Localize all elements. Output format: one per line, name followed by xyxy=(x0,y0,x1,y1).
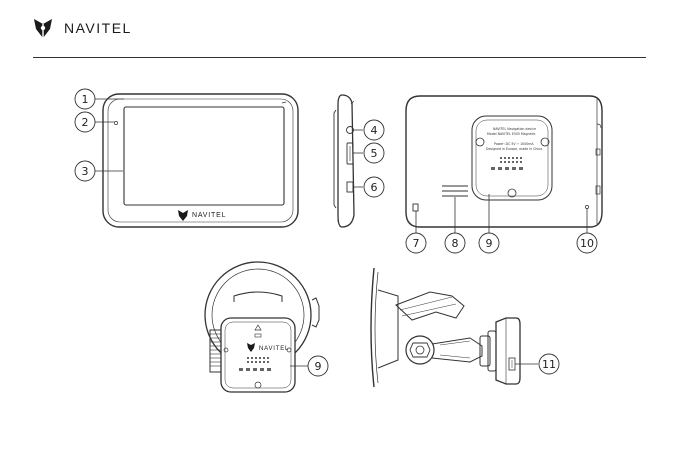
svg-text:10: 10 xyxy=(580,237,594,250)
mount-back-view xyxy=(204,261,320,393)
callout-3: 3 xyxy=(74,160,96,182)
svg-text:8: 8 xyxy=(452,237,459,250)
callout-4: 4 xyxy=(363,119,385,141)
svg-text:11: 11 xyxy=(542,358,556,371)
header: NAVITEL xyxy=(30,13,132,43)
callouts: 1 2 3 4 5 6 7 8 xyxy=(74,88,598,377)
callout-11: 11 xyxy=(538,353,560,375)
device-back-view xyxy=(405,95,603,228)
back-label-line2: Model NAVITEL E505 Magnetic xyxy=(487,132,536,136)
svg-text:1: 1 xyxy=(82,93,89,106)
callout-2: 2 xyxy=(74,111,96,133)
mount-brand-label: NAVITEL xyxy=(259,346,289,352)
svg-text:9: 9 xyxy=(486,237,493,250)
svg-text:6: 6 xyxy=(371,181,378,194)
mount-brand-logo: NAVITEL xyxy=(247,343,289,352)
back-label: NAVITEL Navigation device Model NAVITEL … xyxy=(486,127,542,151)
device-side-view xyxy=(333,94,355,228)
front-brand-logo: NAVITEL xyxy=(178,210,226,221)
callout-1: 1 xyxy=(74,88,96,110)
callout-9: 9 xyxy=(478,232,500,254)
callout-5: 5 xyxy=(363,142,385,164)
svg-text:2: 2 xyxy=(82,116,89,129)
header-divider xyxy=(33,57,646,58)
brand-name: NAVITEL xyxy=(64,20,132,36)
navitel-logo-icon xyxy=(34,19,52,38)
callout-7: 7 xyxy=(405,232,427,254)
callout-10: 10 xyxy=(576,232,598,254)
front-brand-label: NAVITEL xyxy=(192,212,226,219)
back-label-line1: NAVITEL Navigation device xyxy=(493,127,536,131)
svg-text:4: 4 xyxy=(371,124,378,137)
svg-text:3: 3 xyxy=(82,165,89,178)
svg-text:9: 9 xyxy=(315,360,322,373)
callout-leaders xyxy=(95,98,588,367)
callout-9-mount: 9 xyxy=(307,355,329,377)
callout-6: 6 xyxy=(363,176,385,198)
svg-text:5: 5 xyxy=(371,147,378,160)
callout-8: 8 xyxy=(444,232,466,254)
device-front-view xyxy=(102,93,299,228)
svg-text:7: 7 xyxy=(413,237,420,250)
back-label-line4: Designed in Europe, made in China xyxy=(486,147,542,151)
back-label-line3: Power: DC 5V ⎓ 1000mA xyxy=(494,142,534,146)
mount-side-view xyxy=(370,267,521,388)
